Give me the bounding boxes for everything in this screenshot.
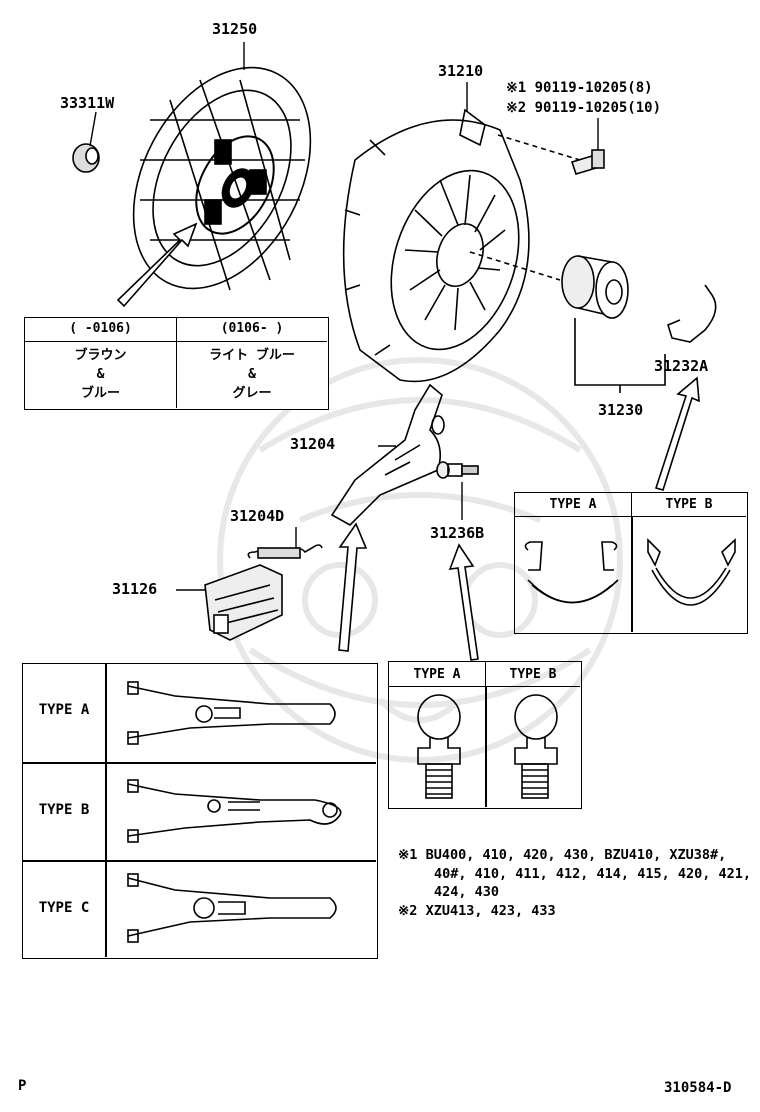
color-col1-line1: ブラウン [74,348,127,363]
fork-type-b-drawing [127,779,342,843]
color-table-header-1: ( -0106) [25,318,177,342]
color-col1-line3: ブルー [80,386,120,401]
part-label-31250[interactable]: 31250 [212,20,258,38]
fork-table-hdivider-1 [23,762,376,764]
part-label-31126[interactable]: 31126 [112,580,158,598]
arrows [116,222,700,661]
fork-type-a-label: TYPE A [38,702,90,718]
part-label-31210[interactable]: 31210 [438,62,484,80]
pressure-plate-drawing[interactable] [342,108,541,383]
note-1-line-2: 40#, 410, 411, 412, 414, 415, 420, 421, [434,865,751,882]
color-table-col2: ライト ブルー & グレー [177,342,327,408]
part-label-31232A[interactable]: 31232A [654,357,709,375]
clip-drawing[interactable] [667,284,717,343]
bushing-drawing[interactable] [72,143,100,173]
color-col1-line2: & [96,367,105,382]
clip-type-b-header: TYPE B [632,493,746,517]
diagram-number: 310584-D [664,1080,732,1096]
note-1-line-3: 424, 430 [434,884,500,900]
pivot-stud-drawing[interactable] [436,461,479,479]
bolt-label-2[interactable]: ※2 90119-10205(10) [506,100,662,116]
clutch-disc-drawing[interactable] [98,37,347,319]
bolt-drawing[interactable] [497,134,605,175]
disc-color-table: ( -0106) (0106- ) ブラウン & ブルー ライト ブルー & グ… [24,317,329,410]
part-label-31236B[interactable]: 31236B [430,524,485,542]
fork-table-hdivider-2 [23,860,376,862]
bolt-label-1[interactable]: ※1 90119-10205(8) [506,80,653,96]
fork-type-table: TYPE A TYPE B TYPE C [22,663,378,959]
part-label-31230[interactable]: 31230 [598,401,644,419]
clip-table-divider [631,517,633,632]
boot-drawing[interactable] [204,564,283,641]
color-table-col1: ブラウン & ブルー [25,342,177,408]
note-2: ※2 XZU413, 423, 433 [398,902,556,919]
part-label-33311W[interactable]: 33311W [60,94,115,112]
model-notes: ※1 BU400, 410, 420, 430, BZU410, XZU38#,… [398,846,751,920]
fork-type-b-label: TYPE B [38,802,90,818]
release-bearing-drawing[interactable] [469,251,629,319]
color-col2-line1: ライト ブルー [209,348,295,363]
pivot-type-a-drawing [417,694,461,799]
pivot-type-b-header: TYPE B [486,662,580,687]
color-col2-line3: グレー [232,386,272,401]
spring-drawing[interactable] [247,544,323,559]
pivot-type-b-drawing [514,694,558,799]
pivot-type-a-header: TYPE A [389,662,486,687]
clip-type-b-drawing [647,538,736,606]
release-fork-drawing[interactable] [330,383,445,526]
note-1-line-1: ※1 BU400, 410, 420, 430, BZU410, XZU38#, [398,847,727,863]
pivot-table-divider [485,687,487,807]
color-col2-line2: & [248,367,256,382]
clip-type-table: TYPE A TYPE B [514,492,748,634]
leader-lines [89,42,599,591]
fork-type-c-drawing [127,873,337,943]
part-label-31204[interactable]: 31204 [290,435,336,453]
part-label-31204D[interactable]: 31204D [230,507,285,525]
clip-type-a-header: TYPE A [515,493,632,517]
bearing-label-bracket [574,318,666,393]
pivot-type-table: TYPE A TYPE B [388,661,582,809]
fork-table-vdivider [105,664,107,957]
footer-left: P [18,1078,27,1094]
clip-type-a-drawing [524,541,619,604]
color-table-header-2: (0106- ) [177,318,327,342]
fork-type-c-label: TYPE C [38,900,90,916]
fork-type-a-drawing [127,681,336,745]
